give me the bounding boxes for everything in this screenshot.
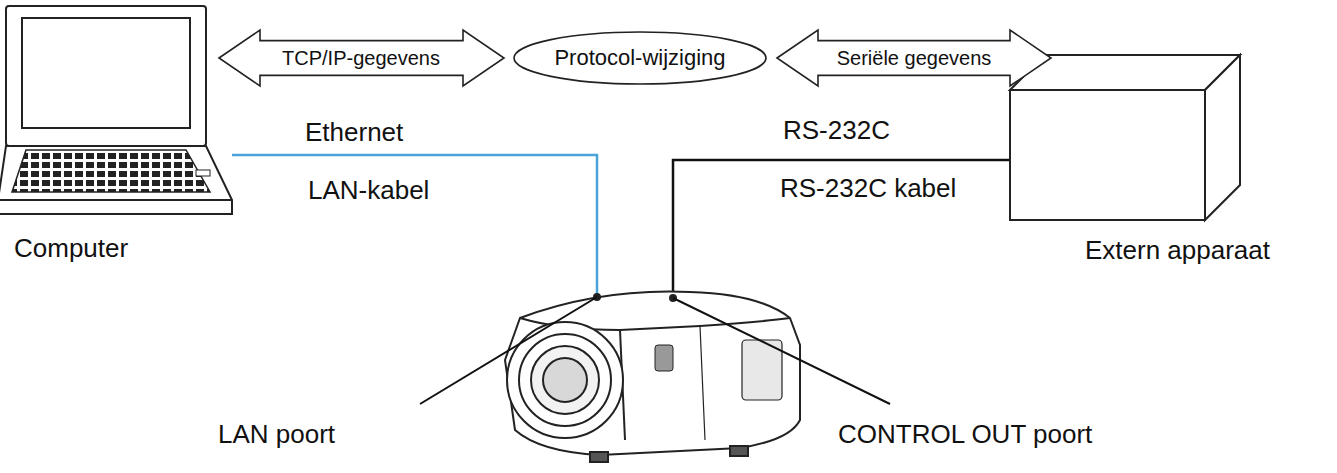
protocol-ellipse: Protocol-wijziging [513, 31, 767, 85]
node-text: Protocol-wijziging [554, 46, 725, 70]
device-label: Extern apparaat [1085, 236, 1270, 266]
port-label: CONTROL OUT poort [838, 420, 1092, 450]
cable-label: LAN-kabel [308, 176, 429, 206]
node-text: TCP/IP-gegevens [282, 47, 440, 69]
data-arrow: Seriële gegevens [776, 29, 1052, 87]
projector [505, 292, 800, 462]
laptop-computer [0, 6, 232, 214]
node-text: Seriële gegevens [837, 47, 992, 69]
rs232c-cable [673, 160, 1010, 298]
node-shape [777, 30, 1051, 86]
leader-line [673, 298, 890, 404]
external-device [1010, 55, 1240, 220]
node-shape [219, 30, 504, 86]
leader-line [420, 297, 597, 404]
cable-label: RS-232C kabel [780, 174, 956, 204]
device-label: Computer [14, 234, 128, 264]
port-label: LAN poort [218, 420, 335, 450]
link-label: Ethernet [305, 118, 403, 148]
data-arrow: TCP/IP-gegevens [218, 29, 505, 87]
link-label: RS-232C [783, 116, 890, 146]
node-shape [514, 32, 766, 84]
lan-cable [232, 155, 597, 297]
